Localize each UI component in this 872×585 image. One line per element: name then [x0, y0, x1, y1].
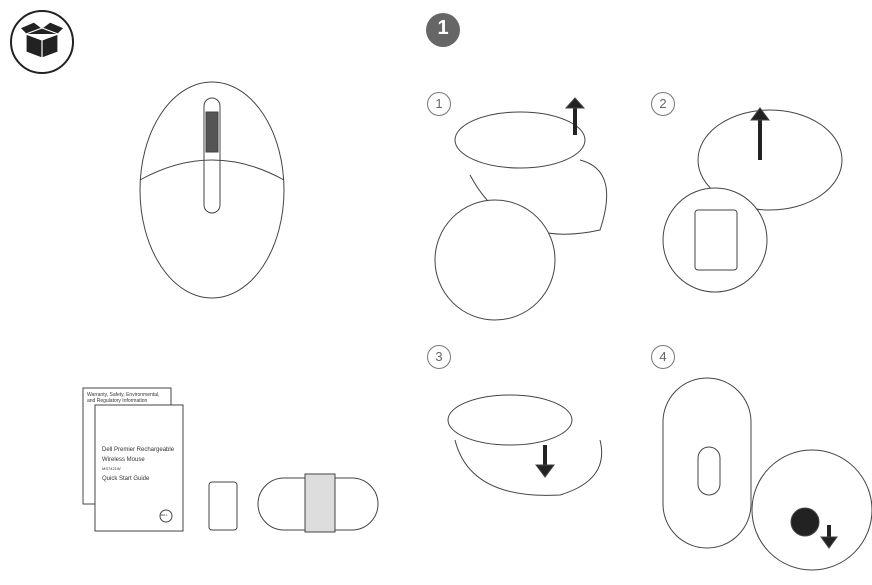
- step2-illustration: [662, 107, 843, 293]
- guide-title-1: Dell Premier Rechargeable: [102, 447, 175, 453]
- substep-3: 3: [427, 345, 451, 369]
- guide-model: MS7421W: [102, 466, 121, 471]
- step-badge: [426, 13, 460, 47]
- substep-4: 4: [651, 345, 675, 369]
- dell-logo: DELL: [160, 513, 168, 517]
- substep-1: 1: [427, 92, 451, 116]
- step-number: 1: [437, 17, 449, 39]
- substep-2: 2: [651, 92, 675, 116]
- step1-illustration: [434, 97, 608, 321]
- guide-title-2: Wireless Mouse: [102, 457, 145, 463]
- step4-illustration: [662, 377, 872, 571]
- mouse-top-view: [139, 81, 285, 299]
- guide-subtitle: Quick Start Guide: [102, 476, 150, 482]
- open-box-icon: [10, 10, 74, 74]
- warranty-title: Warranty, Safety, Environmental, and Reg…: [87, 392, 160, 404]
- usb-receiver: [208, 481, 238, 531]
- step3-illustration: [447, 394, 603, 496]
